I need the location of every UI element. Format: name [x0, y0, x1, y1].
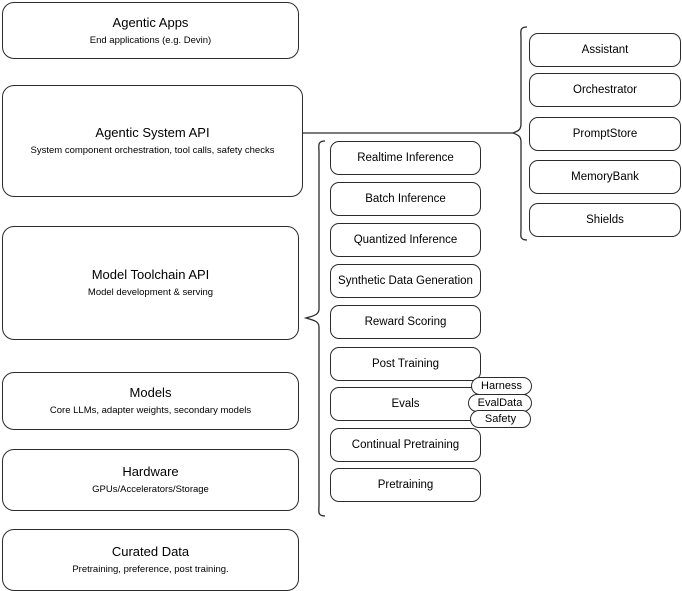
layer-agentic-apps[interactable]: Agentic Apps End applications (e.g. Devi…	[2, 2, 299, 59]
layer-curated-data[interactable]: Curated Data Pretraining, preference, po…	[2, 529, 299, 591]
capability-batch-inference[interactable]: Batch Inference	[330, 182, 481, 216]
layer-title: Hardware	[122, 464, 179, 479]
layer-subtitle: System component orchestration, tool cal…	[30, 145, 275, 156]
layer-title: Models	[129, 385, 172, 400]
right-column-brace	[511, 26, 528, 241]
capability-realtime-inference[interactable]: Realtime Inference	[330, 141, 481, 175]
component-shields[interactable]: Shields	[529, 203, 681, 237]
capability-quantized-inference[interactable]: Quantized Inference	[330, 223, 481, 257]
layer-agentic-system-api[interactable]: Agentic System API System component orch…	[2, 85, 303, 197]
eval-subitem-harness[interactable]: Harness	[471, 377, 532, 395]
layer-subtitle: Pretraining, preference, post training.	[72, 564, 229, 575]
component-promptstore[interactable]: PromptStore	[529, 117, 681, 151]
capability-synthetic-data-generation[interactable]: Synthetic Data Generation	[330, 264, 481, 298]
capability-evals[interactable]: Evals	[330, 387, 481, 421]
layer-title: Agentic Apps	[112, 14, 189, 30]
capability-pretraining[interactable]: Pretraining	[330, 468, 481, 502]
layer-subtitle: End applications (e.g. Devin)	[89, 34, 212, 46]
component-assistant[interactable]: Assistant	[529, 33, 681, 67]
layer-title: Model Toolchain API	[91, 267, 210, 282]
layer-subtitle: Model development & serving	[87, 287, 214, 298]
component-memorybank[interactable]: MemoryBank	[529, 160, 681, 194]
layer-title: Curated Data	[111, 544, 190, 559]
layer-model-toolchain-api[interactable]: Model Toolchain API Model development & …	[2, 226, 299, 340]
capability-continual-pretraining[interactable]: Continual Pretraining	[330, 428, 481, 462]
middle-column-brace	[303, 140, 326, 517]
layer-models[interactable]: Models Core LLMs, adapter weights, secon…	[2, 372, 299, 430]
layer-title: Agentic System API	[95, 125, 210, 140]
component-orchestrator[interactable]: Orchestrator	[529, 73, 681, 107]
capability-post-training[interactable]: Post Training	[330, 347, 481, 381]
layer-subtitle: Core LLMs, adapter weights, secondary mo…	[49, 405, 252, 416]
capability-reward-scoring[interactable]: Reward Scoring	[330, 305, 481, 339]
layer-hardware[interactable]: Hardware GPUs/Accelerators/Storage	[2, 449, 299, 511]
eval-subitem-safety[interactable]: Safety	[470, 410, 531, 428]
layer-subtitle: GPUs/Accelerators/Storage	[92, 484, 209, 495]
